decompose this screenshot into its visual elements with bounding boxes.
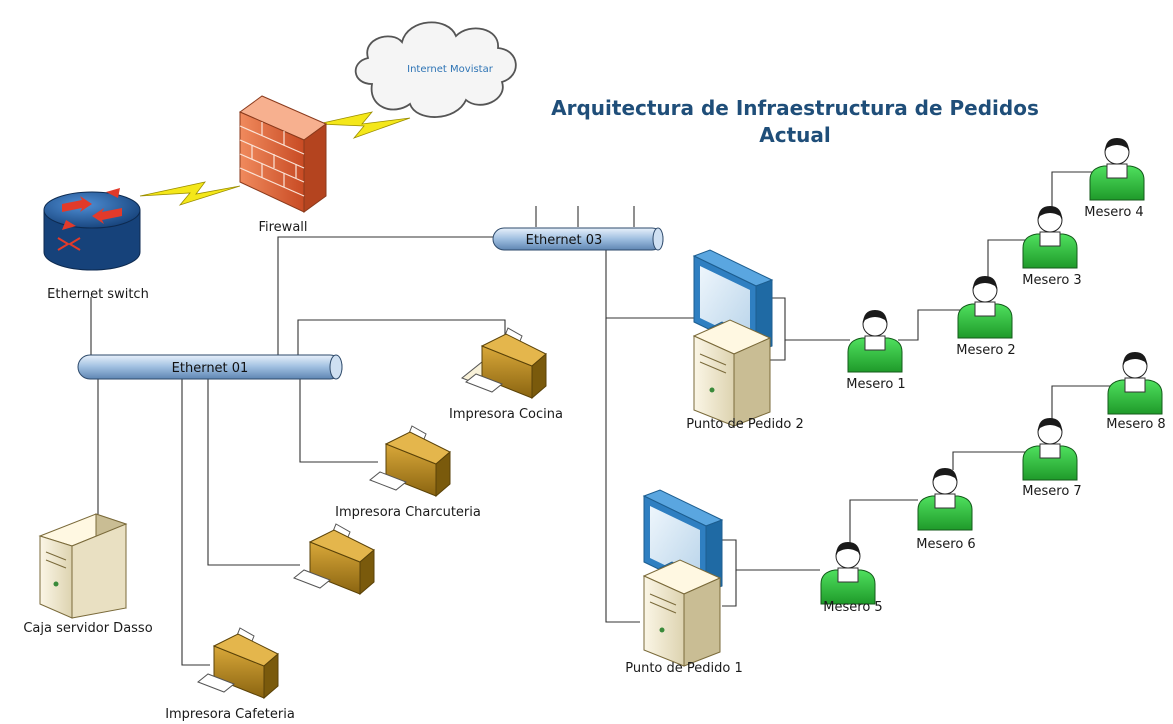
waiter-m1-label: Mesero 1 (846, 377, 905, 392)
connection-lines (90, 171, 1112, 666)
waiter-m3-label: Mesero 3 (1022, 273, 1081, 288)
waiter-m2-label: Mesero 2 (956, 343, 1015, 358)
ethernet-01-bus (77, 354, 343, 380)
ethernet-03-bus (492, 227, 664, 251)
waiter-m4-label: Mesero 4 (1084, 205, 1143, 220)
diagram-title-line2: Actual (759, 123, 830, 147)
server-tower-icon (38, 513, 128, 619)
waiter-m6-icon (917, 468, 973, 531)
server-label: Caja servidor Dasso (23, 621, 152, 636)
workstation-pedido2-label: Punto de Pedido 2 (686, 417, 804, 432)
waiter-m2-icon (957, 276, 1013, 339)
waiter-m1-icon (847, 310, 903, 373)
waiter-m5-icon (820, 542, 876, 605)
workstation-pedido1-icon (642, 489, 724, 667)
lightning-bolt-icon (139, 181, 241, 206)
printer-cafeteria-icon (197, 627, 279, 700)
waiter-m5-label: Mesero 5 (823, 600, 882, 615)
printer-sanguchera-icon (293, 523, 375, 596)
workstation-pedido2-icon (692, 249, 774, 427)
firewall-icon (239, 95, 327, 213)
lightning-bolt-icon (317, 111, 411, 139)
firewall-label: Firewall (258, 220, 307, 235)
ethernet-switch-icon (43, 188, 141, 271)
switch-label: Ethernet switch (47, 287, 149, 302)
printer-cocina-icon (461, 327, 547, 400)
cloud-label: Internet Movistar (407, 64, 494, 75)
ethernet-01-label: Ethernet 01 (172, 361, 249, 376)
printer-charcuteria-icon (369, 425, 451, 498)
waiter-m7-icon (1022, 418, 1078, 481)
printer-charcuteria-label: Impresora Charcuteria (335, 505, 481, 520)
waiter-m8-label: Mesero 8 (1106, 417, 1165, 432)
printer-cafeteria-label: Impresora Cafeteria (165, 707, 295, 722)
cloud-icon (354, 21, 517, 118)
waiter-m6-label: Mesero 6 (916, 537, 975, 552)
printer-cocina-label: Impresora Cocina (449, 407, 563, 422)
diagram-title-line1: Arquitectura de Infraestructura de Pedid… (551, 96, 1039, 120)
ethernet-03-label: Ethernet 03 (526, 233, 603, 248)
waiter-m8-icon (1107, 352, 1163, 415)
waiter-m3-icon (1022, 206, 1078, 269)
wan-link-bolts (139, 111, 411, 206)
waiter-m4-icon (1089, 138, 1145, 201)
workstation-pedido1-label: Punto de Pedido 1 (625, 661, 743, 676)
waiter-m7-label: Mesero 7 (1022, 484, 1081, 499)
